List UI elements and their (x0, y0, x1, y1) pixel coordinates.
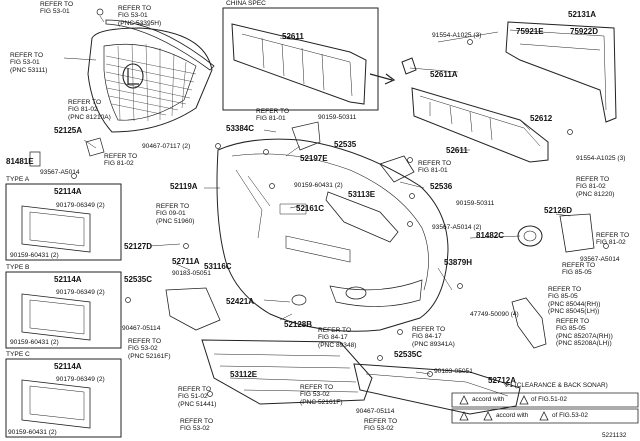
part-81481e[interactable]: 81481E (6, 157, 34, 166)
part-90179-a[interactable]: 90179-06349 (2) (56, 202, 105, 209)
type-b-label: TYPE B (6, 264, 30, 271)
type-b-box (6, 272, 121, 348)
part-75922d[interactable]: 75922D (570, 27, 599, 36)
part-90183-b[interactable]: 90183-05051 (434, 368, 473, 375)
china-spec-label: CHINA SPEC (226, 0, 266, 7)
accord-note-a-of: of FIG.51-02 (531, 396, 567, 403)
part-93567-c[interactable]: 93567-A5014 (580, 256, 620, 263)
reinforcement-beam-drawing (402, 22, 616, 162)
accord-note-a: accord with (472, 396, 505, 403)
part-52712a[interactable]: 52712A (488, 376, 517, 385)
under-cover-drawing (166, 288, 520, 414)
part-53116c[interactable]: 53116C (204, 262, 232, 271)
part-52535c-a[interactable]: 52535C (124, 275, 153, 284)
side-bracket-drawing (512, 298, 546, 348)
part-52161c[interactable]: 52161C (296, 204, 325, 213)
part-90467-05114-b[interactable]: 90467-05114 (356, 408, 395, 415)
part-52128b[interactable]: 52128B (284, 320, 313, 329)
type-a-box (6, 184, 121, 260)
part-53879h[interactable]: 53879H (444, 258, 473, 267)
part-93567-a[interactable]: 93567-A5014 (40, 169, 80, 176)
part-75921e[interactable]: 75921E (516, 27, 544, 36)
part-53112e[interactable]: 53112E (230, 370, 258, 379)
part-52126d[interactable]: 52126D (544, 206, 573, 215)
part-91554-a[interactable]: 91554-A1025 (3) (432, 32, 482, 39)
doc-id: 5221132 (602, 432, 627, 439)
part-52197e[interactable]: 52197E (300, 154, 328, 163)
fog-cover-left (518, 226, 542, 246)
part-91554-b[interactable]: 91554-A1025 (3) (576, 155, 626, 162)
type-c-box (6, 359, 121, 437)
part-52711a[interactable]: 52711A (172, 257, 200, 266)
part-52611a[interactable]: 52611A (430, 70, 458, 79)
part-52536[interactable]: 52536 (430, 182, 453, 191)
part-53113e[interactable]: 53113E (348, 190, 376, 199)
part-47749[interactable]: 47749-50090 (4) (470, 311, 519, 318)
part-90159-60431-c[interactable]: 90159-60431 (2) (8, 429, 57, 436)
part-52114a-a[interactable]: 52114A (54, 187, 82, 196)
part-90159-60431-b[interactable]: 90159-60431 (2) (10, 339, 59, 346)
part-52119a[interactable]: 52119A (170, 182, 198, 191)
part-52127d[interactable]: 52127D (124, 242, 153, 251)
type-a-label: TYPE A (6, 176, 30, 183)
accord-note-b: accord with (496, 412, 529, 419)
china-absorber-drawing (232, 24, 366, 104)
note-box-a (452, 393, 638, 407)
bumper-cover-drawing (217, 139, 448, 331)
part-90179-b[interactable]: 90179-06349 (2) (56, 289, 105, 296)
part-90179-c[interactable]: 90179-06349 (2) (56, 376, 105, 383)
china-spec-box (223, 8, 378, 110)
part-90159-60431-a[interactable]: 90159-60431 (2) (10, 252, 59, 259)
part-52114a-c[interactable]: 52114A (54, 362, 82, 371)
note-box-b (452, 409, 638, 423)
part-52125a[interactable]: 52125A (54, 126, 83, 135)
part-90159-50311-b[interactable]: 90159-50311 (456, 200, 495, 207)
clearance-note: ※1 (CLEARANCE & BACK SONAR) (504, 382, 608, 389)
part-90159-50311-a[interactable]: 90159-50311 (318, 114, 357, 121)
accord-note-b-of: of FIG.53-02 (552, 412, 588, 419)
part-90159-60431-mid[interactable]: 90159-60431 (2) (294, 182, 343, 189)
part-81482c[interactable]: 81482C (476, 231, 505, 240)
type-c-label: TYPE C (6, 351, 30, 358)
part-52535c-b[interactable]: 52535C (394, 350, 423, 359)
part-90183-a[interactable]: 90183-05051 (172, 270, 211, 277)
part-52131a[interactable]: 52131A (568, 10, 597, 19)
part-52611-upper[interactable]: 52611 (282, 32, 304, 41)
part-93567-b[interactable]: 93567-A5014 (2) (432, 224, 482, 231)
arrow-right (370, 74, 394, 84)
part-52611-lower[interactable]: 52611 (446, 146, 468, 155)
fog-cover-right (560, 214, 594, 252)
front-grille-drawing (88, 20, 214, 132)
part-52114a-b[interactable]: 52114A (54, 275, 82, 284)
part-90467-07117[interactable]: 90467-07117 (2) (142, 143, 191, 150)
part-52612[interactable]: 52612 (530, 114, 553, 123)
part-53384c[interactable]: 53384C (226, 124, 255, 133)
part-52535[interactable]: 52535 (334, 140, 357, 149)
lower-grille-insert (326, 192, 398, 242)
part-90467-05114-a[interactable]: 90467-05114 (122, 325, 161, 332)
part-52421a[interactable]: 52421A (226, 297, 255, 306)
